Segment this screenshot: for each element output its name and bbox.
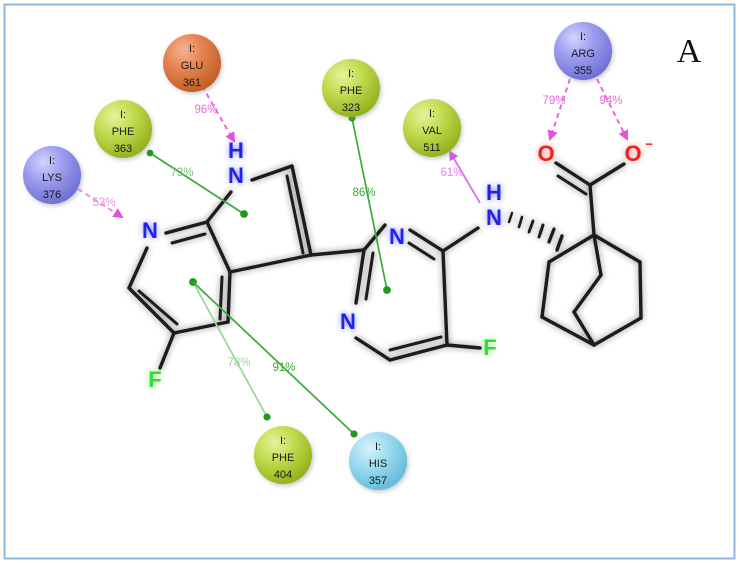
interaction-line-his357-ring[interactable] bbox=[192, 281, 355, 435]
bond-bco-c5-c6 bbox=[638, 260, 643, 320]
bond-pym-c2-n3-inner bbox=[364, 251, 375, 301]
residue-bubble-val-511[interactable]: I: VAL 511 bbox=[403, 99, 461, 157]
residue-circle-his-357 bbox=[349, 432, 407, 490]
interaction-line-arg355-o1[interactable] bbox=[547, 78, 571, 141]
interaction-line-glu361-nh[interactable] bbox=[201, 85, 236, 143]
bond-c3-pyrimidine bbox=[309, 248, 366, 257]
interaction-line-phe363-ring[interactable] bbox=[149, 152, 245, 215]
residue-bubble-his-357[interactable]: I: HIS 357 bbox=[349, 432, 407, 490]
residue-circle-arg-355 bbox=[554, 22, 612, 80]
bond-c7a-n1 bbox=[205, 190, 233, 224]
bond-bco-c1-c2 bbox=[547, 233, 596, 264]
bond-cooh-o1 bbox=[554, 161, 592, 187]
bond-n7-c6 bbox=[127, 246, 149, 290]
bond-c3a-c7a bbox=[205, 220, 232, 274]
bond-c3-c3a bbox=[228, 253, 313, 274]
bond-c7a-n7 bbox=[164, 220, 209, 235]
bond-pym-n3-c4 bbox=[354, 336, 392, 362]
atom-label-o-anion-charge: − bbox=[645, 136, 653, 151]
residue-bubble-phe-323[interactable]: I: PHE 323 bbox=[322, 59, 380, 117]
bond-c4-c3a-inner bbox=[218, 275, 224, 321]
bond-pym-c2-n3 bbox=[354, 248, 366, 305]
residue-circle-lys-376 bbox=[23, 146, 81, 204]
bond-nh-c2 bbox=[250, 164, 294, 182]
bond-bco-c4-c5 bbox=[592, 316, 643, 347]
bond-bco-c6-c1 bbox=[592, 233, 642, 264]
bond-c6-c5-inner bbox=[137, 289, 179, 326]
bond-cooh-o2 bbox=[588, 162, 626, 187]
bond-pym-c6-n bbox=[441, 226, 480, 253]
bond-pym-c5-f bbox=[445, 343, 482, 350]
bond-c6-c5 bbox=[127, 286, 176, 335]
bond-c7a-n7-inner bbox=[170, 232, 207, 245]
residue-circle-glu-361 bbox=[163, 34, 221, 92]
bond-pym-c4-c5-inner bbox=[388, 335, 443, 352]
interaction-line-phe404-ring[interactable] bbox=[192, 281, 268, 418]
bond-pym-c4-c5 bbox=[388, 343, 449, 362]
bond-c5-f bbox=[158, 331, 176, 370]
bond-bco-c1-cooh bbox=[588, 183, 596, 237]
bond-bco-bridge-b bbox=[572, 273, 603, 314]
interaction-dot-phe404-end bbox=[263, 413, 271, 421]
bond-pym-c2-n1 bbox=[362, 223, 387, 252]
bond-pym-n1-c6 bbox=[408, 228, 445, 253]
bond-c2-c3 bbox=[290, 164, 313, 257]
residue-circle-phe-404 bbox=[254, 426, 312, 484]
panel-label-a: A bbox=[677, 33, 702, 70]
stereo-hash-bond bbox=[507, 211, 564, 252]
interaction-dot-phe363-end bbox=[240, 210, 248, 218]
bond-c4-c3a bbox=[226, 270, 232, 324]
bond-bco-c3-c4 bbox=[540, 315, 596, 347]
residue-bubble-lys-376[interactable]: I: LYS 376 bbox=[23, 146, 81, 204]
interaction-line-phe323-ring[interactable] bbox=[351, 117, 388, 291]
interaction-line-arg355-o2[interactable] bbox=[596, 78, 628, 141]
bond-c2-c3-inner bbox=[285, 174, 305, 255]
interaction-dot-his357-end bbox=[350, 430, 358, 438]
residue-bubble-arg-355[interactable]: I: ARG 355 bbox=[554, 22, 612, 80]
bond-pym-c5-c6 bbox=[441, 249, 449, 347]
bond-bco-bridge-a bbox=[592, 233, 603, 277]
interaction-line-val511-nh[interactable] bbox=[448, 150, 481, 204]
ligand-structure bbox=[127, 161, 643, 370]
bond-pym-n1-c6-inner bbox=[407, 241, 436, 261]
residue-bubble-glu-361[interactable]: I: GLU 361 bbox=[163, 34, 221, 92]
interaction-dot-phe323-end bbox=[383, 286, 391, 294]
residue-circle-val-511 bbox=[403, 99, 461, 157]
interaction-lines bbox=[77, 78, 628, 438]
residue-bubble-phe-363[interactable]: I: PHE 363 bbox=[94, 100, 152, 158]
interaction-dot-phe363-start bbox=[146, 149, 154, 157]
bond-bco-bridge-c bbox=[572, 310, 596, 347]
residue-circle-phe-323 bbox=[322, 59, 380, 117]
residue-circle-phe-363 bbox=[94, 100, 152, 158]
residue-bubble-phe-404[interactable]: I: PHE 404 bbox=[254, 426, 312, 484]
bond-bco-c2-c3 bbox=[540, 260, 551, 319]
bond-cooh-o1-inner bbox=[556, 174, 588, 196]
bond-c5-c4 bbox=[172, 320, 230, 335]
